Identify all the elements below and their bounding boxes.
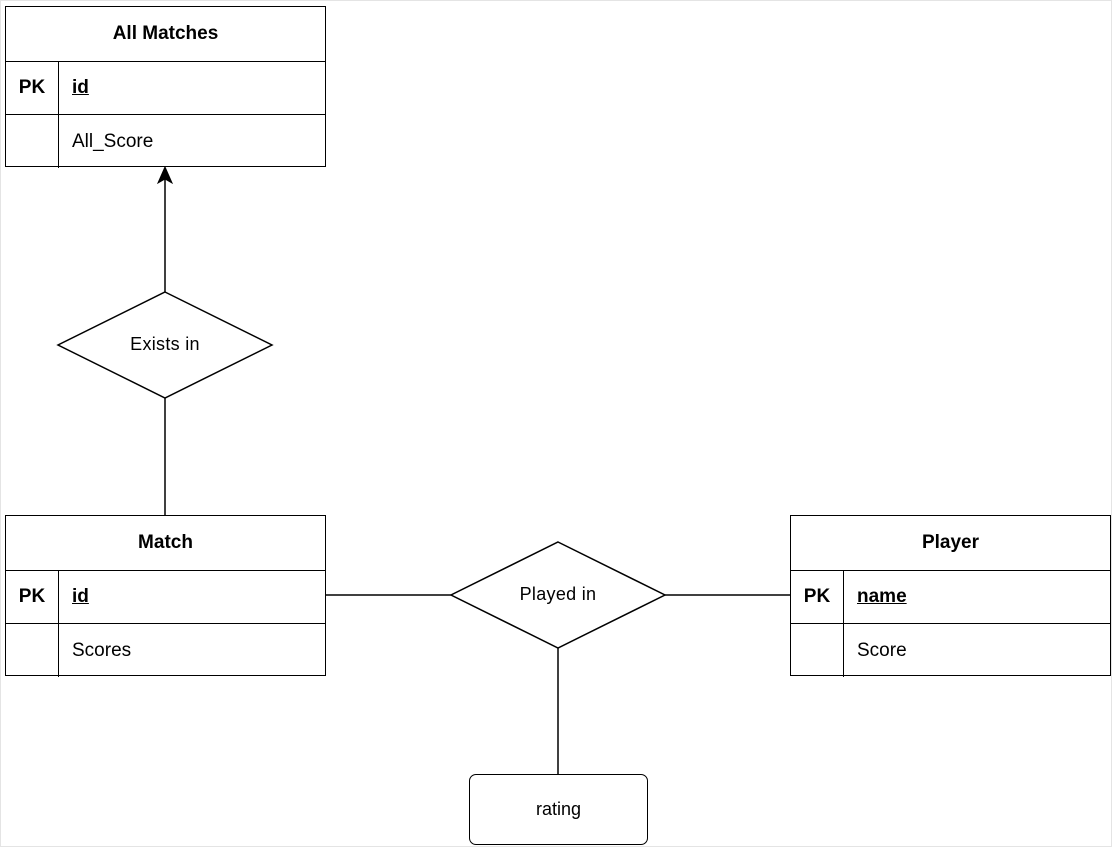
attribute-field: All_Score xyxy=(72,130,154,152)
attribute-row: Score xyxy=(791,624,1110,677)
entity-player[interactable]: Player PK name Score xyxy=(790,515,1111,677)
pk-label: PK xyxy=(791,571,844,623)
key-cell-empty xyxy=(6,624,59,677)
key-cell-empty xyxy=(6,115,59,168)
exists-in-label: Exists in xyxy=(130,334,200,354)
pk-row: PK id xyxy=(6,62,325,115)
attribute-field: Score xyxy=(857,639,907,661)
pk-label: PK xyxy=(6,571,59,623)
pk-row: PK id xyxy=(6,571,325,624)
pk-label: PK xyxy=(6,62,59,114)
entity-title: Match xyxy=(6,516,325,571)
entity-title: Player xyxy=(791,516,1110,571)
entity-title: All Matches xyxy=(6,7,325,62)
attribute-rating[interactable]: rating xyxy=(469,774,648,845)
entity-match[interactable]: Match PK id Scores xyxy=(5,515,326,677)
key-cell-empty xyxy=(791,624,844,677)
pk-row: PK name xyxy=(791,571,1110,624)
attribute-row: All_Score xyxy=(6,115,325,168)
played-in-label: Played in xyxy=(519,584,597,604)
arrowhead-icon xyxy=(156,165,174,185)
pk-field: id xyxy=(72,586,89,607)
pk-field: name xyxy=(857,586,907,607)
attribute-row: Scores xyxy=(6,624,325,677)
attribute-field: Scores xyxy=(72,639,132,661)
pk-field: id xyxy=(72,77,89,98)
entity-all-matches[interactable]: All Matches PK id All_Score xyxy=(5,6,326,168)
